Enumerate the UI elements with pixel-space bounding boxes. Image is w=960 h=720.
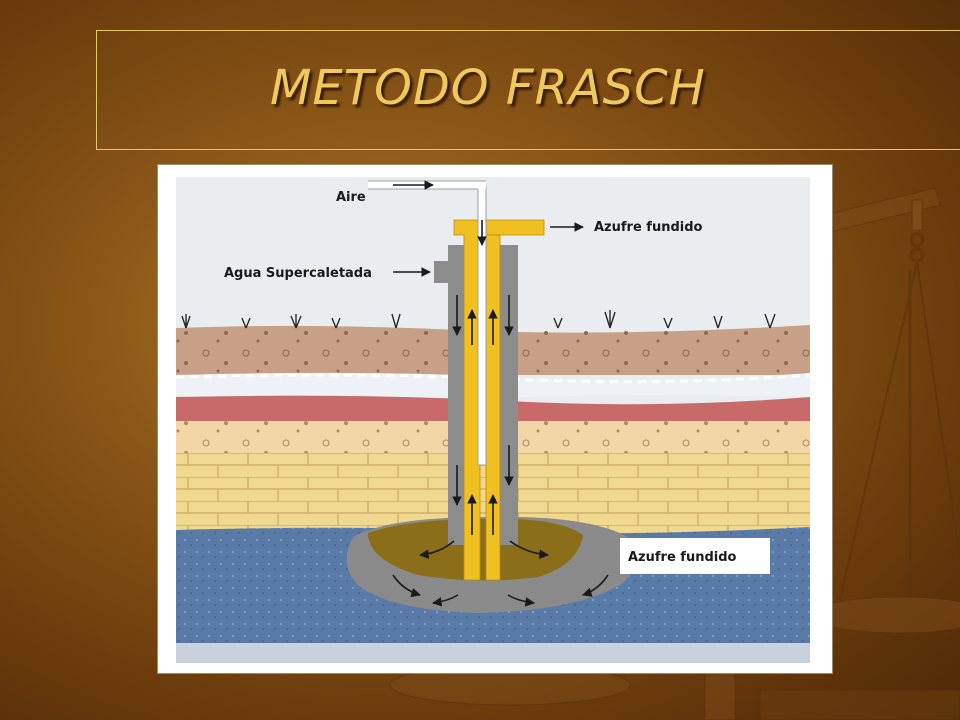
label-air: Aire [336, 190, 366, 205]
label-molten-sulfur-bottom: Azufre fundido [628, 550, 737, 565]
outer-casing-right [500, 245, 518, 545]
label-molten-sulfur-top: Azufre fundido [594, 220, 703, 235]
figure-frame: Aire Azufre fundido Agua Supercaletada A… [157, 164, 833, 674]
slide-title: METODO FRASCH [270, 60, 706, 116]
label-box [620, 538, 770, 574]
bottom-band [176, 643, 810, 663]
outer-casing-left [448, 245, 466, 545]
label-superheated-water: Agua Supercaletada [224, 266, 372, 281]
grass [181, 310, 776, 329]
water-inlet [434, 261, 450, 283]
title-box [96, 30, 960, 150]
frasch-process-diagram: Aire Azufre fundido Agua Supercaletada A… [175, 177, 811, 663]
arrow-icon [392, 180, 609, 607]
